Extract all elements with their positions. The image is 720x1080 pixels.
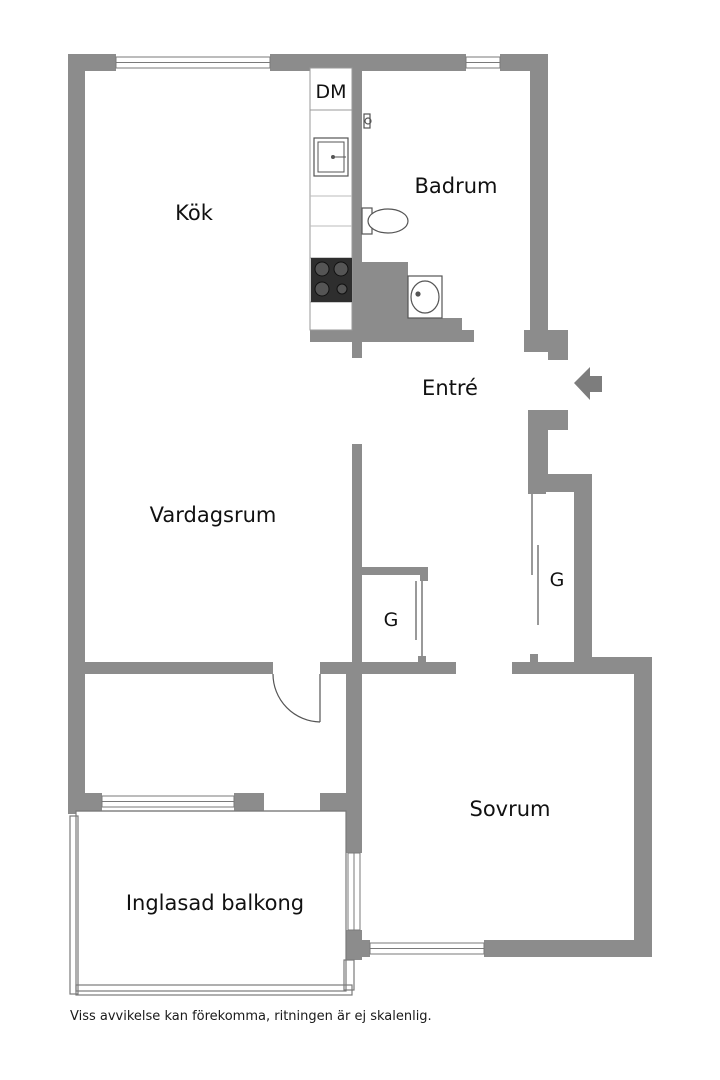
wall-left xyxy=(68,54,85,814)
door-living-swing xyxy=(272,673,321,723)
balcony-frame xyxy=(69,810,355,996)
wall-lower-right-side xyxy=(346,793,362,853)
wall-bath-left xyxy=(352,68,362,358)
wall-bedroom-right xyxy=(634,657,652,957)
toilet-icon xyxy=(361,207,409,235)
wall-bath-core xyxy=(362,262,462,330)
wall-closet-g1-bottom-stub xyxy=(418,656,426,666)
windows xyxy=(101,56,501,955)
room-label-wardrobe-2: G xyxy=(550,569,565,591)
wall-right-upper xyxy=(530,54,548,340)
room-label-bathroom: Badrum xyxy=(414,174,497,198)
room-label-living-room: Vardagsrum xyxy=(150,503,277,527)
wall-living-bottom-left xyxy=(85,662,273,674)
washbasin-icon xyxy=(407,275,443,319)
disclaimer-text: Viss avvikelse kan förekomma, ritningen … xyxy=(70,1009,432,1024)
stove-icon xyxy=(311,258,352,302)
walls xyxy=(68,54,652,960)
wall-entrance-jamb-top xyxy=(524,330,568,360)
sink-icon xyxy=(313,137,349,177)
wall-bedroom-left-lower xyxy=(346,930,362,960)
room-label-balcony: Inglasad balkong xyxy=(126,891,304,915)
wall-lower-mid-bottom xyxy=(234,793,264,811)
wall-right-closet xyxy=(574,474,592,674)
room-label-kitchen: Kök xyxy=(175,201,214,225)
faucet-icon xyxy=(363,113,372,129)
wall-top-middle xyxy=(270,54,466,71)
doors xyxy=(272,494,539,723)
label-dishwasher: DM xyxy=(315,81,346,103)
wall-bedroom-bottom xyxy=(484,940,652,957)
wall-lower-middle xyxy=(346,674,362,814)
room-label-bedroom: Sovrum xyxy=(469,797,550,821)
wall-kitchen-counter-base xyxy=(310,330,474,342)
room-label-wardrobe-1: G xyxy=(384,609,399,631)
wall-closet-g2-stub xyxy=(530,654,538,664)
wall-living-bottom-right xyxy=(320,662,456,674)
kitchen-counter xyxy=(309,67,353,331)
wall-lower-left-bottom xyxy=(68,793,102,811)
wall-closet-g1-top xyxy=(362,567,428,575)
entrance-arrow-icon xyxy=(574,367,602,400)
wall-closet-bottom xyxy=(512,662,582,674)
room-label-entrance: Entré xyxy=(422,376,478,400)
wall-entrance-stub xyxy=(352,444,362,676)
wall-closet-g1-right xyxy=(420,567,428,581)
wall-bedroom-top-right xyxy=(574,657,652,674)
